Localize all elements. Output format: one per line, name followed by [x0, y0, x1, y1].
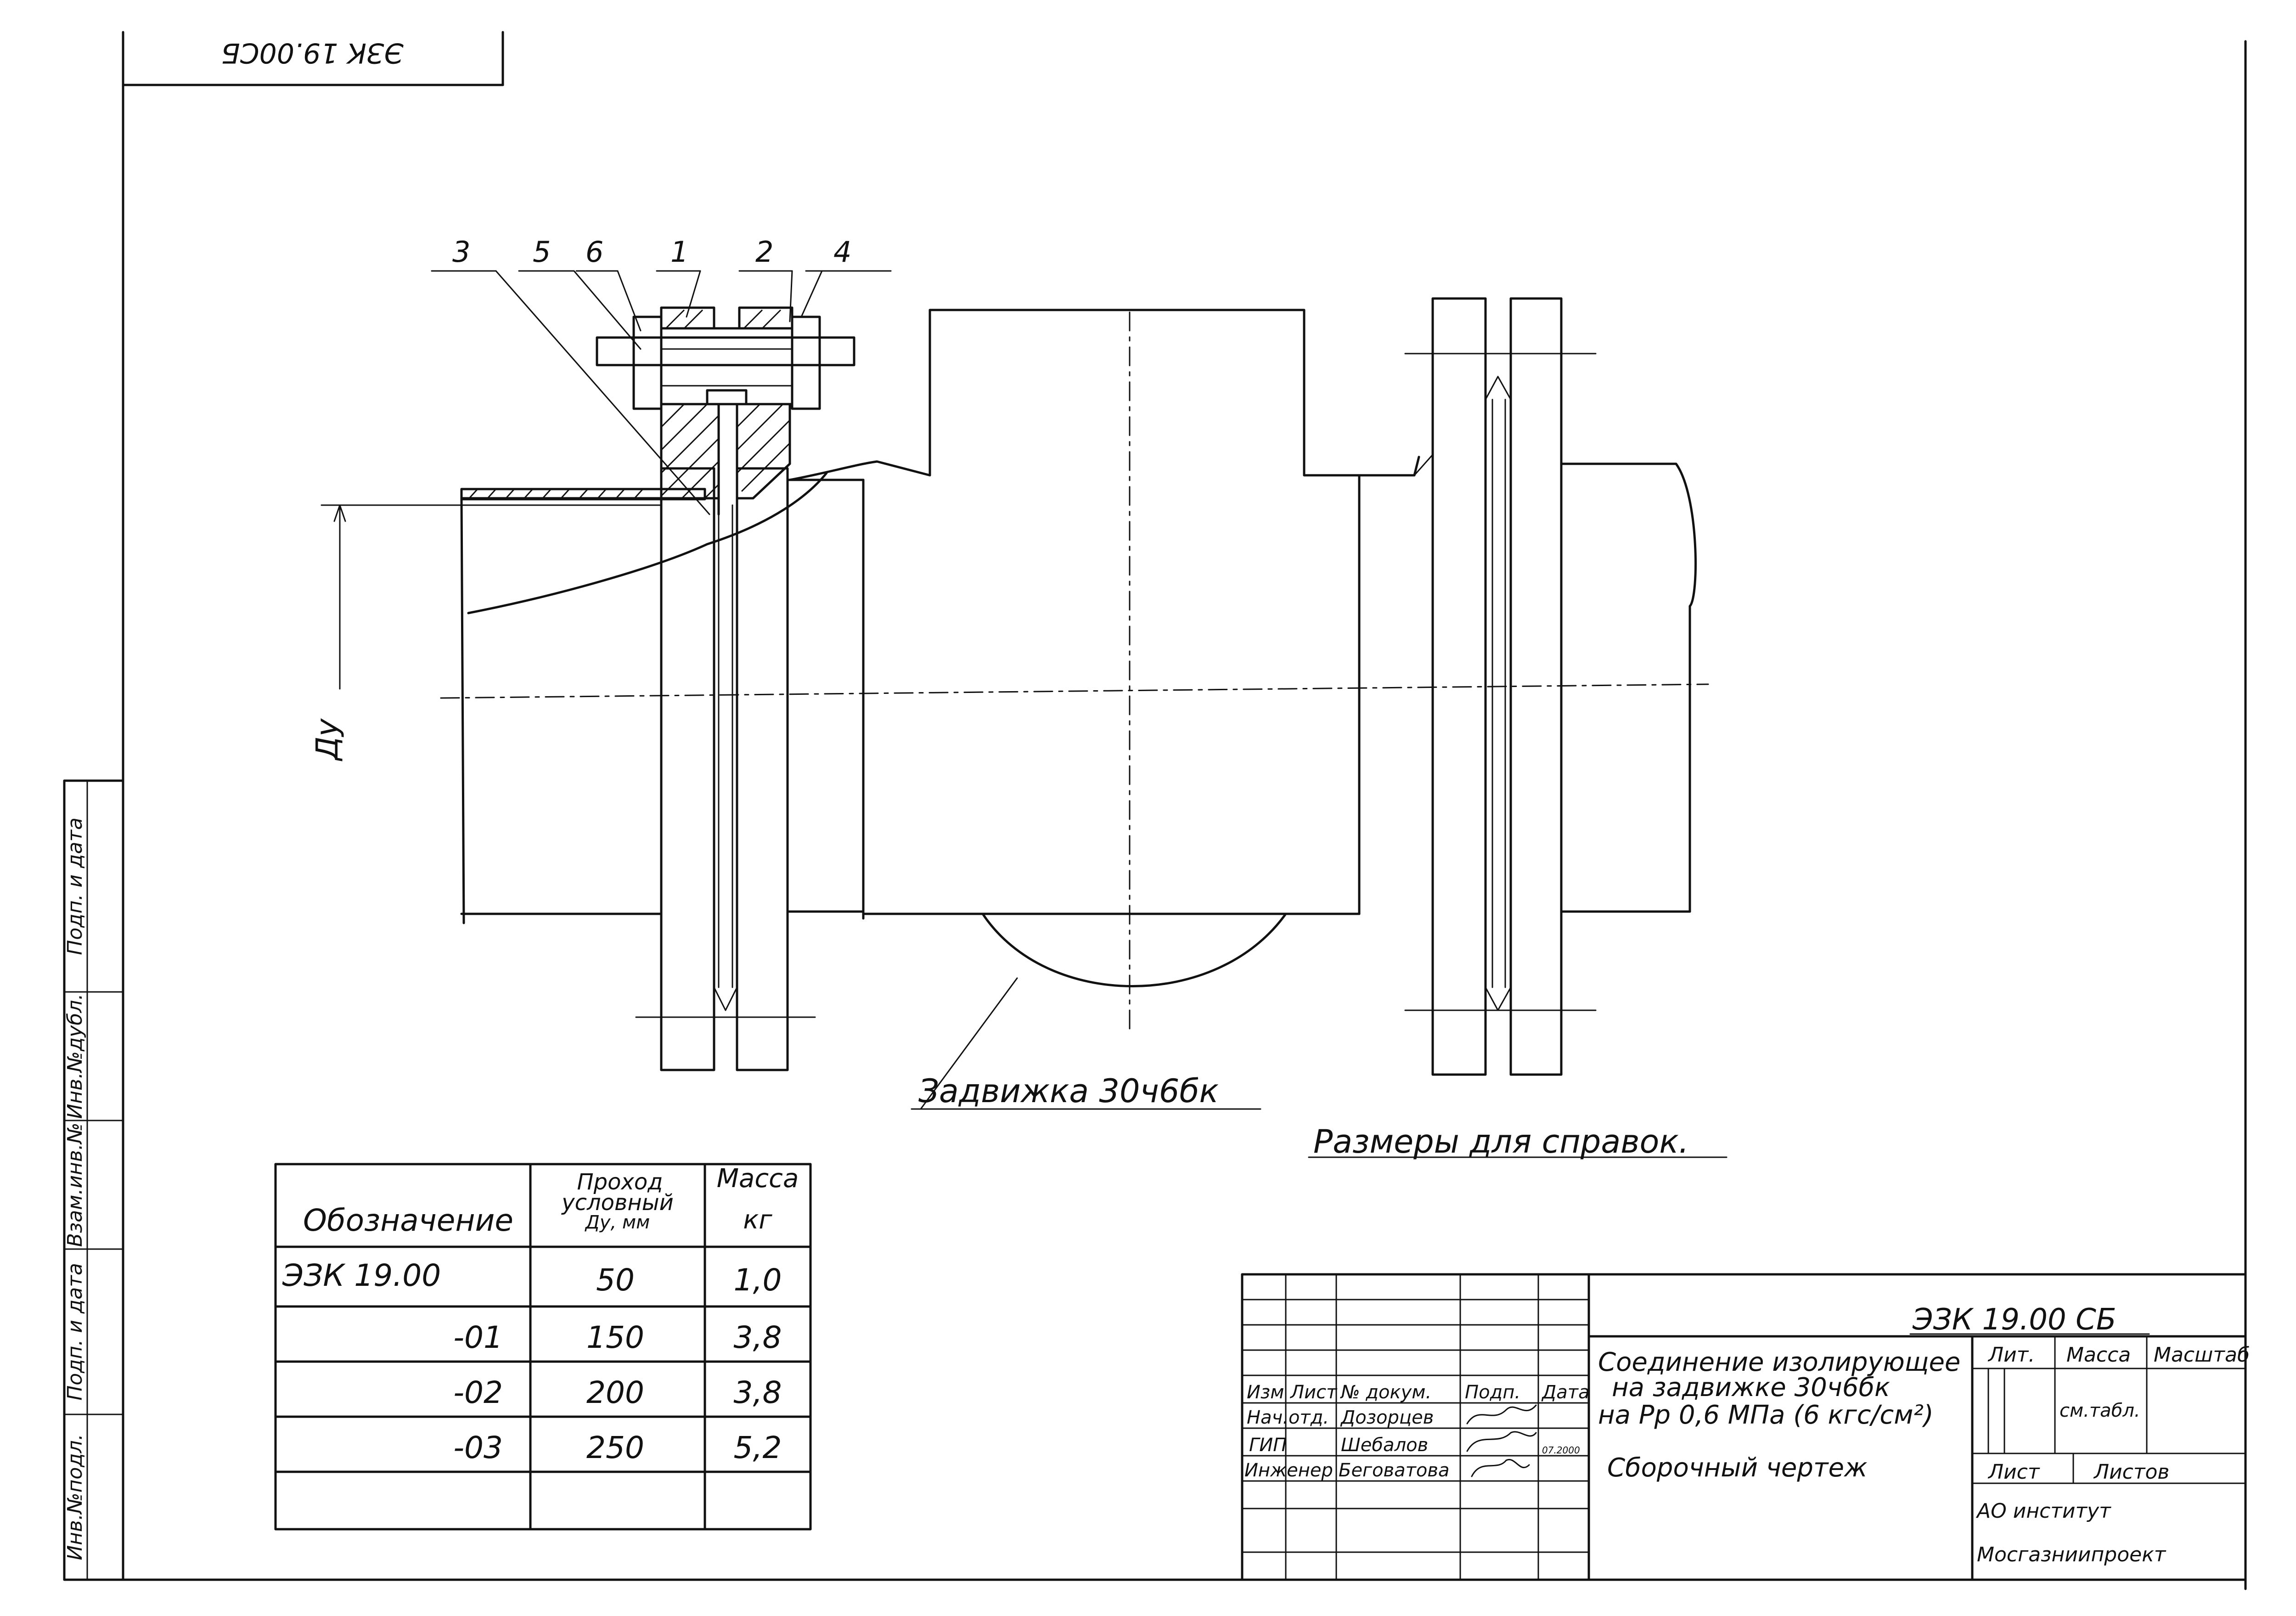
col-head-list: Лист [1289, 1382, 1338, 1403]
row-2-mass: 3,8 [734, 1375, 782, 1410]
row-1-designation: -01 [453, 1320, 503, 1355]
side-strip: Инв.№подл. Подп. и дата Взам.инв.№ Инв.№… [63, 779, 124, 1581]
valve-body [786, 309, 1434, 987]
title-block: Изм Лист № докум. Подп. Дата Нач.отд. До… [1241, 1273, 2250, 1581]
name-2: Беговатова [1339, 1460, 1449, 1481]
sheet-label: Лист [1987, 1460, 2040, 1484]
row-0-mass: 1,0 [734, 1262, 782, 1298]
sheets-label: Листов [2093, 1460, 2169, 1484]
row-3-mass: 5,2 [734, 1430, 782, 1465]
row-3-du: 250 [586, 1430, 644, 1465]
col-head-izm: Изм [1247, 1382, 1284, 1403]
reference-note-text: Размеры для справок. [1313, 1123, 1689, 1160]
col-passage-2: условный [561, 1190, 674, 1216]
mass-label: Масса [2066, 1343, 2131, 1367]
lit-label: Лит. [1987, 1343, 2035, 1367]
reference-note: Размеры для справок. [1308, 1123, 1728, 1160]
side-strip-label-1: Инв.№подл. [63, 1434, 87, 1560]
right-flange [1404, 297, 1597, 1076]
name-1: Шебалов [1341, 1435, 1428, 1456]
axis-line [440, 683, 1709, 699]
side-strip-label-5: Подп. и дата [63, 817, 87, 955]
valve-label: Задвижка 30ч6бк [918, 1072, 1219, 1110]
assembly-view: 3 5 6 1 2 4 Ду [310, 235, 1709, 1110]
part-number-3: 3 [452, 235, 470, 269]
left-flange [635, 467, 816, 1071]
part-leaders: 3 5 6 1 2 4 [431, 235, 892, 515]
title-line-4: Сборочный чертеж [1607, 1453, 1867, 1483]
title-line-1: Соединение изолирующее [1598, 1347, 1960, 1377]
role-0: Нач.отд. [1247, 1407, 1329, 1428]
row-0-du: 50 [596, 1262, 635, 1298]
role-2: Инженер [1244, 1460, 1333, 1481]
col-designation: Обозначение [303, 1203, 513, 1238]
part-number-1: 1 [670, 235, 688, 269]
row-3-designation: -03 [453, 1430, 503, 1465]
org-line-1: АО институт [1975, 1499, 2111, 1523]
signature-2 [1466, 1431, 1537, 1452]
name-0: Дозорцев [1340, 1407, 1434, 1428]
row-2-du: 200 [586, 1375, 644, 1410]
row-2-designation: -02 [453, 1375, 503, 1410]
top-stamp: ЭЗК 19.00СБ [122, 31, 504, 86]
insulating-insert [596, 306, 855, 516]
right-pipe [1560, 462, 1697, 913]
scale-label: Масштаб [2154, 1343, 2250, 1367]
row-0-designation: ЭЗК 19.00 [282, 1258, 441, 1293]
col-mass-1: Масса [717, 1164, 799, 1194]
mass-table: Обозначение Проход условный Ду, мм Масса… [274, 1163, 812, 1531]
col-head-doc: № докум. [1340, 1382, 1431, 1403]
mass-value: см.табл. [2060, 1400, 2140, 1421]
doc-code: ЭЗК 19.00 СБ [1912, 1303, 2116, 1337]
part-number-4: 4 [833, 235, 851, 269]
col-mass-2: кг [743, 1205, 772, 1235]
valve-callout: Задвижка 30ч6бк [911, 977, 1261, 1110]
side-strip-label-2: Подп. и дата [63, 1263, 87, 1401]
row-1-du: 150 [586, 1320, 644, 1355]
org-line-2: Мосгазниипроект [1977, 1543, 2167, 1566]
date-text: 07.2000 [1542, 1445, 1580, 1456]
col-head-date: Дата [1541, 1382, 1590, 1403]
signature-1 [1466, 1404, 1537, 1425]
col-head-sign: Подп. [1465, 1382, 1520, 1403]
side-strip-label-4: Инв.№дубл. [63, 993, 87, 1119]
col-passage-1: Проход [577, 1169, 663, 1195]
du-dimension: Ду [310, 504, 662, 762]
col-passage-3: Ду, мм [585, 1212, 650, 1233]
part-number-6: 6 [585, 235, 603, 269]
part-number-2: 2 [755, 235, 773, 269]
title-line-2: на задвижке 30ч6бк [1612, 1373, 1890, 1402]
du-label: Ду [310, 718, 345, 762]
left-pipe [460, 472, 828, 924]
top-stamp-code: ЭЗК 19.00СБ [221, 37, 404, 69]
part-number-5: 5 [533, 235, 551, 269]
side-strip-label-3: Взам.инв.№ [63, 1123, 87, 1247]
role-1: ГИП [1249, 1435, 1287, 1456]
signature-3 [1471, 1458, 1530, 1477]
row-1-mass: 3,8 [734, 1320, 782, 1355]
title-line-3: на Рр 0,6 МПа (6 кгс/см²) [1598, 1400, 1934, 1430]
